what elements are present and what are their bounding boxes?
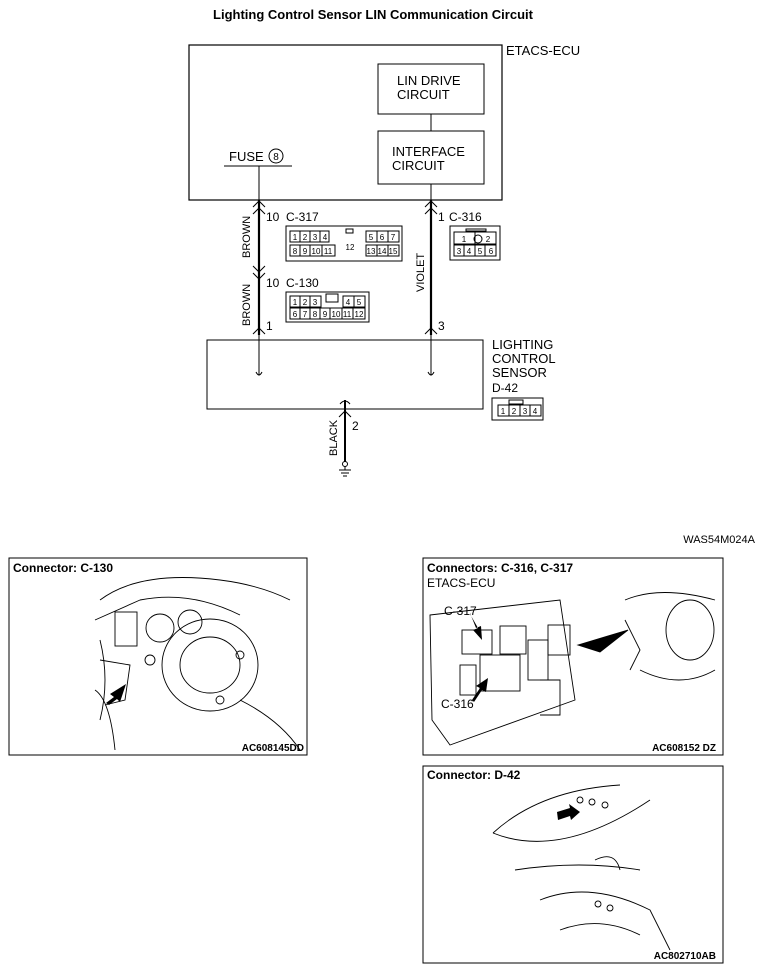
sensor-connector-name: D-42 (492, 381, 518, 395)
panel-c316-c317-title: Connectors: C-316, C-317 (427, 561, 573, 575)
lin-drive-circuit-box (377, 63, 485, 115)
lin-drive-line1: LIN DRIVE (397, 73, 461, 88)
c130-location-arrow (106, 684, 126, 705)
wire-color-brown-lower: BROWN (241, 284, 253, 326)
interface-line2: CIRCUIT (392, 158, 445, 173)
svg-text:6: 6 (380, 233, 385, 242)
svg-text:4: 4 (533, 407, 538, 416)
c316-pin-number: 1 (438, 210, 445, 224)
svg-text:15: 15 (389, 247, 398, 256)
svg-text:9: 9 (303, 247, 308, 256)
panel-c316-c317: Connectors: C-316, C-317 ETACS-ECU C-317… (422, 557, 724, 756)
etacs-ecu-label: ETACS-ECU (506, 43, 580, 58)
svg-text:9: 9 (323, 310, 328, 319)
sensor-pin-1: 1 (266, 319, 273, 333)
svg-text:8: 8 (313, 310, 318, 319)
svg-text:3: 3 (457, 247, 462, 256)
roof-sensor-illustration (492, 784, 671, 951)
panel-c130-title: Connector: C-130 (13, 561, 113, 575)
panel-d42: Connector: D-42 AC802710AB (422, 765, 724, 964)
svg-text:2: 2 (303, 233, 308, 242)
etacs-ecu-illustration (429, 592, 716, 746)
wire-color-black: BLACK (328, 419, 340, 456)
d42-connector-face: 1 2 3 4 (491, 397, 544, 421)
svg-text:3: 3 (313, 298, 318, 307)
svg-text:1: 1 (501, 407, 506, 416)
svg-text:7: 7 (391, 233, 396, 242)
svg-text:6: 6 (293, 310, 298, 319)
lin-drive-line2: CIRCUIT (397, 87, 450, 102)
c316-name: C-316 (449, 210, 482, 224)
svg-text:2: 2 (303, 298, 308, 307)
diagram-title: Lighting Control Sensor LIN Communicatio… (213, 7, 534, 22)
panel-d42-title: Connector: D-42 (427, 768, 521, 782)
c317-pin-number: 10 (266, 210, 280, 224)
c317-arrow (470, 613, 482, 640)
svg-text:8: 8 (293, 247, 298, 256)
svg-text:10: 10 (312, 247, 321, 256)
c316-arrow (472, 678, 488, 702)
figure-id: WAS54M024A (683, 534, 755, 546)
svg-text:13: 13 (367, 247, 376, 256)
c130-name: C-130 (286, 276, 319, 290)
sensor-label-line2: CONTROL (492, 351, 556, 366)
ground-pin-number: 2 (352, 419, 359, 433)
wire-color-brown-upper: BROWN (241, 216, 253, 258)
svg-text:11: 11 (343, 310, 352, 319)
sensor-label-line1: LIGHTING (492, 337, 553, 352)
svg-text:11: 11 (324, 247, 333, 256)
svg-text:5: 5 (357, 298, 362, 307)
panel-c316-c317-subtitle: ETACS-ECU (427, 576, 495, 590)
interface-line1: INTERFACE (392, 144, 465, 159)
fuse-label: FUSE (229, 149, 264, 164)
svg-text:3: 3 (523, 407, 528, 416)
c130-connector-face: 1 2 3 4 5 6 7 8 9 10 11 12 (285, 291, 370, 323)
c317-connector-face: 1 2 3 4 12 5 6 7 8 9 10 11 13 14 15 (285, 225, 403, 262)
sensor-label-line3: SENSOR (492, 365, 547, 380)
svg-text:4: 4 (346, 298, 351, 307)
panel-label-c317: C-317 (444, 604, 477, 618)
svg-text:1: 1 (293, 233, 298, 242)
svg-text:4: 4 (467, 247, 472, 256)
panel-c130: Connector: C-130 AC608145DD (8, 557, 308, 756)
panel-c130-code: AC608145DD (242, 743, 304, 754)
svg-text:6: 6 (489, 247, 494, 256)
c130-pin-number: 10 (266, 276, 280, 290)
lighting-control-sensor-box (206, 339, 484, 410)
svg-text:2: 2 (486, 235, 491, 244)
panel-d42-code: AC802710AB (654, 951, 716, 962)
svg-text:1: 1 (462, 235, 467, 244)
panel-label-c316: C-316 (441, 697, 474, 711)
sensor-pin-3: 3 (438, 319, 445, 333)
svg-text:4: 4 (323, 233, 328, 242)
d42-location-arrow (557, 804, 580, 820)
svg-text:12: 12 (346, 243, 355, 252)
svg-text:12: 12 (355, 310, 364, 319)
svg-text:3: 3 (313, 233, 318, 242)
svg-text:5: 5 (369, 233, 374, 242)
svg-text:7: 7 (303, 310, 308, 319)
svg-text:10: 10 (332, 310, 341, 319)
c317-name: C-317 (286, 210, 319, 224)
svg-text:2: 2 (512, 407, 517, 416)
ground-symbol (339, 466, 351, 477)
dashboard-illustration (94, 577, 301, 751)
c316-connector-face: 1 2 3 4 5 6 (449, 225, 501, 261)
fuse-number: 8 (273, 152, 279, 163)
fuse-number-circle (268, 148, 284, 164)
wire-color-violet: VIOLET (415, 253, 427, 292)
svg-text:14: 14 (378, 247, 387, 256)
svg-text:5: 5 (478, 247, 483, 256)
panel-c316-c317-code: AC608152 DZ (652, 743, 716, 754)
svg-text:1: 1 (293, 298, 298, 307)
